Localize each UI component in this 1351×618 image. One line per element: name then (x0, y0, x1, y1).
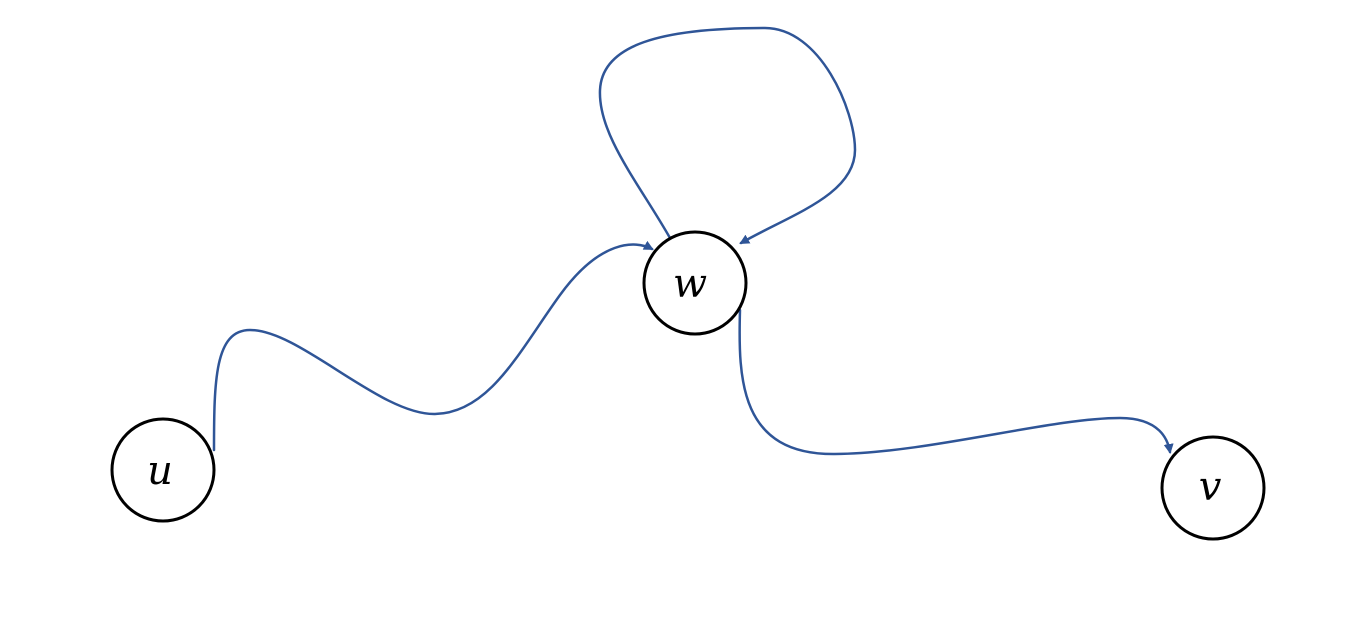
edge-u-to-w (212, 240, 654, 452)
node-w: w (642, 230, 748, 336)
node-w-label: w (673, 261, 707, 307)
node-u-label: u (147, 448, 173, 494)
node-v-label: v (1199, 464, 1222, 510)
node-u: u (110, 417, 216, 523)
edge-w-self-loop (598, 26, 857, 245)
node-v: v (1160, 435, 1266, 541)
edge-w-to-v (738, 308, 1174, 456)
